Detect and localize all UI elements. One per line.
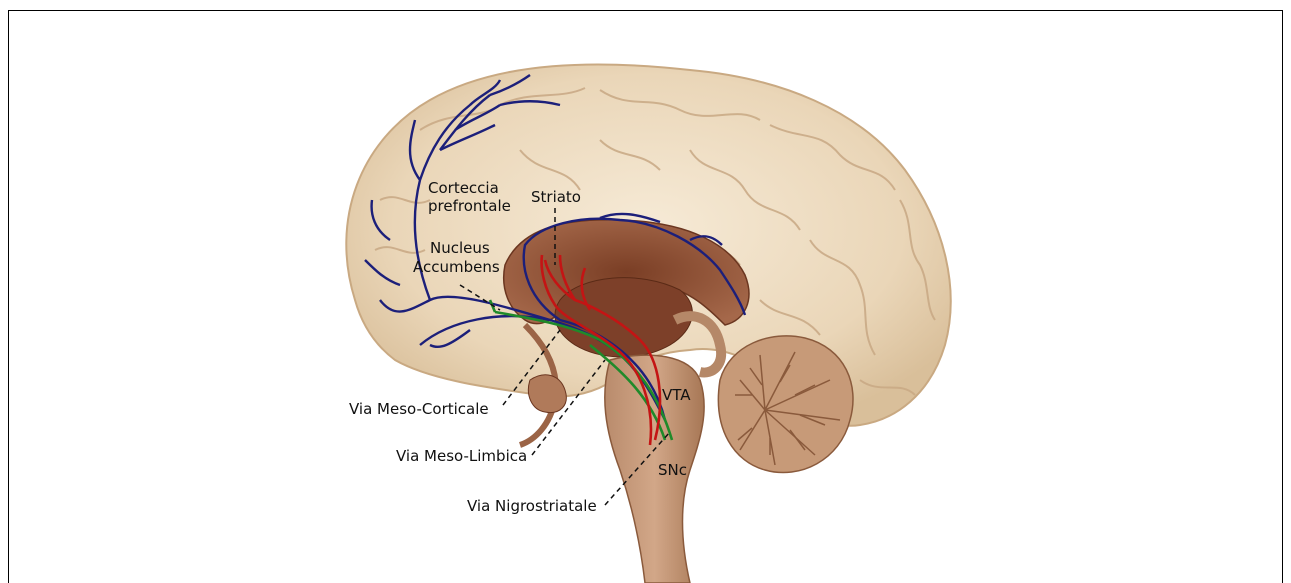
cerebellum: [718, 336, 853, 473]
label-nucleus-accumbens-2: Accumbens: [413, 258, 500, 276]
label-prefrontal-cortex-1: Corteccia: [428, 179, 499, 197]
label-mesolimbic: Via Meso-Limbica: [396, 447, 527, 465]
label-prefrontal-cortex-2: prefrontale: [428, 197, 511, 215]
label-mesocortical: Via Meso-Corticale: [349, 400, 489, 418]
label-striatum: Striato: [531, 188, 581, 206]
label-nucleus-accumbens-1: Nucleus: [430, 239, 490, 257]
label-vta: VTA: [662, 386, 691, 404]
label-snc: SNc: [658, 461, 687, 479]
label-nigrostriatal: Via Nigrostriatale: [467, 497, 597, 515]
